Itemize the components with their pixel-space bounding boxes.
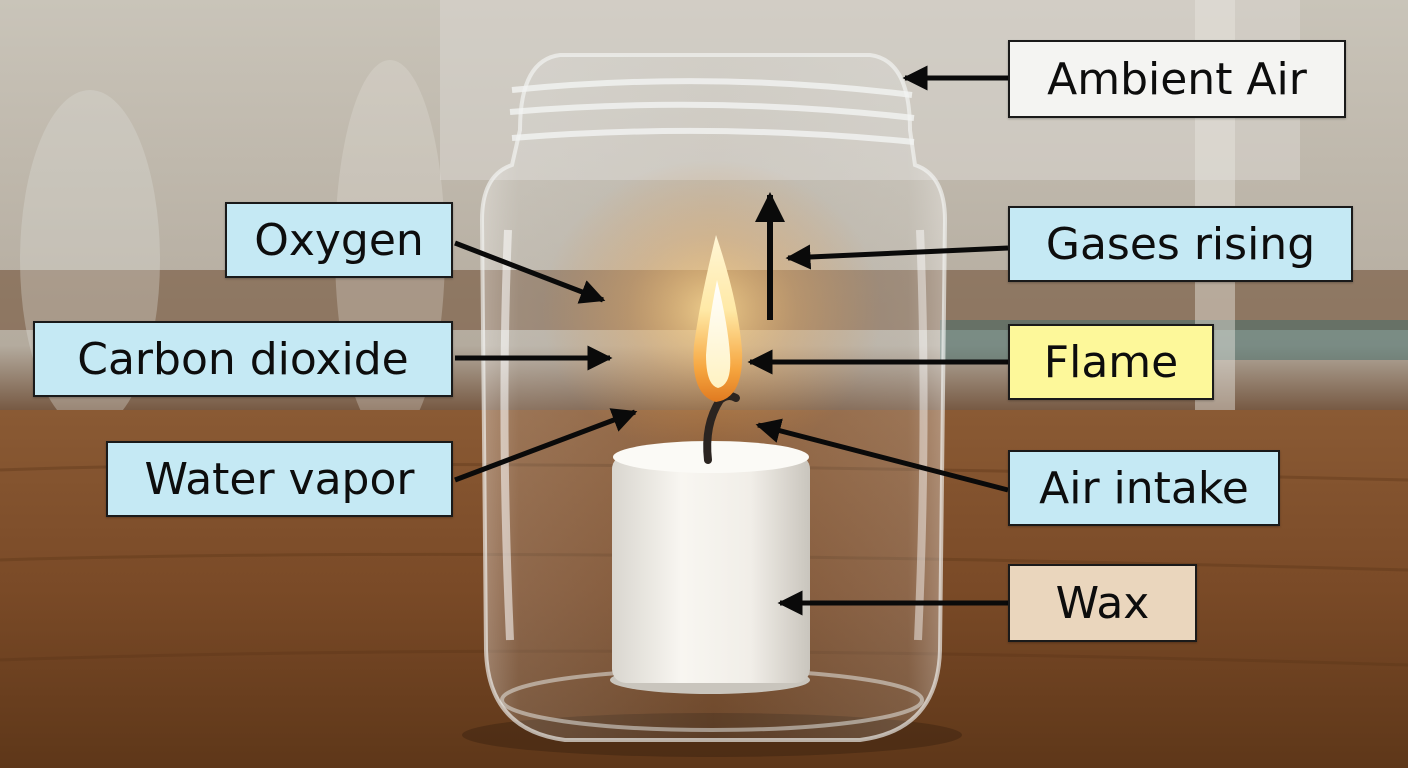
label-water-vapor: Water vapor	[106, 441, 453, 517]
label-oxygen: Oxygen	[225, 202, 453, 278]
arrow-gases-rising	[785, 244, 1009, 270]
arrow-water-vapor	[454, 408, 638, 483]
label-flame: Flame	[1008, 324, 1214, 400]
jar-highlight-right	[914, 229, 928, 641]
label-air-intake: Air intake	[1008, 450, 1280, 526]
label-carbon-dioxide: Carbon dioxide	[33, 321, 453, 397]
jar-highlight-left	[500, 229, 514, 641]
arrow-air-intake	[755, 418, 1009, 493]
jar-threads	[509, 78, 915, 145]
arrow-oxygen	[454, 240, 606, 304]
label-wax: Wax	[1008, 564, 1197, 642]
label-gases-rising: Gases rising	[1008, 206, 1353, 282]
label-ambient-air: Ambient Air	[1008, 40, 1346, 118]
candle-body	[612, 455, 810, 683]
flame-core	[706, 280, 731, 388]
